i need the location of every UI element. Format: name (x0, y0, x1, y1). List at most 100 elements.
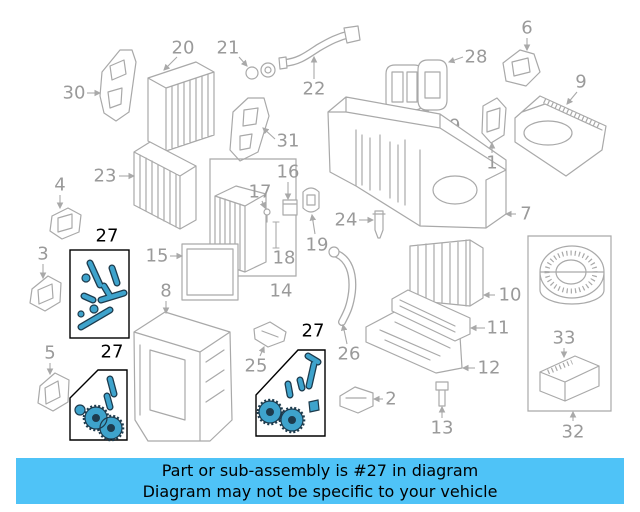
caption-line-part-number: Part or sub-assembly is #27 in diagram (161, 461, 479, 480)
part-5-drawing (37, 372, 70, 412)
part-22-tube-body (281, 31, 353, 66)
part-30: 30 (63, 49, 137, 122)
callout-22: 22 (303, 79, 326, 100)
part-12: 12 (365, 308, 501, 379)
part-2: 2 (339, 386, 397, 414)
part-27-a-rods (78, 260, 127, 330)
callout-16: 16 (277, 162, 300, 183)
part-14-frame (209, 158, 297, 277)
part-9: 9 (514, 72, 607, 177)
part-22-fittings (278, 25, 361, 70)
part-26-fitting (328, 246, 340, 258)
callout-13: 13 (431, 418, 454, 439)
part-32: 32 (527, 235, 612, 443)
leader-line-19 (309, 213, 317, 235)
part-11: 11 (391, 289, 510, 342)
part-8: 8 (133, 281, 233, 442)
callout-15: 15 (146, 246, 169, 267)
part-27-b-gear-hubs (92, 414, 115, 432)
leader-line-26 (340, 323, 348, 345)
part-20-drawing (147, 61, 215, 152)
part-13-drawing (435, 381, 449, 407)
part-1-drawing (481, 97, 507, 144)
part-6: 6 (502, 18, 541, 87)
callout-20: 20 (172, 38, 195, 59)
part-31: 31 (229, 97, 300, 162)
callout-21: 21 (217, 38, 240, 59)
part-10: 10 (409, 239, 522, 307)
leader-line-25 (258, 345, 265, 357)
highlight-group-27-c: 27 (255, 321, 326, 437)
callout-9: 9 (575, 72, 586, 93)
highlight-group-27-b: 27 (69, 342, 128, 442)
callout-3: 3 (37, 244, 48, 265)
part-24-drawing (372, 210, 386, 239)
part-3: 3 (29, 244, 62, 312)
part-15: 15 (146, 243, 239, 301)
callout-12: 12 (478, 358, 501, 379)
part-31-drawing (229, 97, 270, 162)
part-33: 33 (539, 328, 600, 402)
part-33-drawing (539, 355, 600, 402)
part-8-drawing (133, 311, 233, 442)
parts-diagram: 30 20 21 22 2 9 28 6 (29, 18, 612, 443)
part-20: 20 (147, 38, 215, 152)
callout-5: 5 (44, 343, 55, 364)
part-32-frame (527, 235, 612, 412)
part-25-drawing (253, 321, 287, 348)
callout-19: 19 (306, 235, 329, 256)
callout-27-c: 27 (302, 321, 325, 342)
part-32-fan-blades (544, 250, 598, 294)
part-27-a-pivots (77, 273, 99, 318)
part-9-drawing (514, 95, 607, 177)
leader-line-9 (566, 91, 578, 105)
part-16-drawing (282, 199, 298, 216)
callout-10: 10 (499, 285, 522, 306)
leader-line-21 (238, 56, 248, 67)
part-16: 16 (277, 162, 300, 216)
callout-31: 31 (277, 131, 300, 152)
part-27-b-rods (104, 376, 117, 410)
part-23-drawing (133, 141, 197, 230)
part-17: 17 (249, 182, 271, 223)
part-11-drawing (391, 289, 471, 342)
callout-7: 7 (520, 204, 531, 225)
callout-26: 26 (338, 344, 361, 365)
part-10-drawing (409, 239, 484, 307)
callout-27-b: 27 (101, 342, 124, 363)
part-28-drawing (417, 59, 448, 111)
part-21-drawing (245, 62, 276, 80)
callout-27-a: 27 (96, 226, 119, 247)
part-4: 4 (49, 175, 82, 240)
callout-1: 1 (486, 153, 497, 174)
part-26-hose-body (334, 251, 356, 325)
part-22: 22 (278, 25, 361, 100)
part-19-drawing (302, 187, 320, 213)
part-26: 26 (328, 246, 361, 365)
part-33-fins (547, 359, 573, 375)
callout-18: 18 (273, 248, 296, 269)
part-4-drawing (49, 207, 82, 240)
callout-33: 33 (553, 328, 576, 349)
callout-25: 25 (245, 356, 268, 377)
callout-6: 6 (521, 18, 532, 39)
part-19: 19 (302, 187, 329, 256)
callout-24: 24 (335, 210, 358, 231)
caption-bar: Part or sub-assembly is #27 in diagram D… (16, 458, 624, 504)
callout-11: 11 (487, 318, 510, 339)
callout-8: 8 (160, 281, 171, 302)
part-3-drawing (29, 275, 62, 312)
caption-line-disclaimer: Diagram may not be specific to your vehi… (142, 482, 498, 501)
part-27-c-gear-teeth (256, 398, 306, 434)
part-23: 23 (94, 141, 197, 230)
part-21: 21 (217, 38, 276, 80)
part-13: 13 (431, 381, 454, 439)
part-6-drawing (502, 49, 541, 87)
part-28: 28 (417, 47, 487, 111)
part-1: 1 (481, 97, 507, 174)
part-24: 24 (335, 210, 386, 239)
callout-4: 4 (54, 175, 65, 196)
highlight-group-27-a: 27 (69, 226, 130, 339)
part-2-drawing (339, 386, 374, 414)
